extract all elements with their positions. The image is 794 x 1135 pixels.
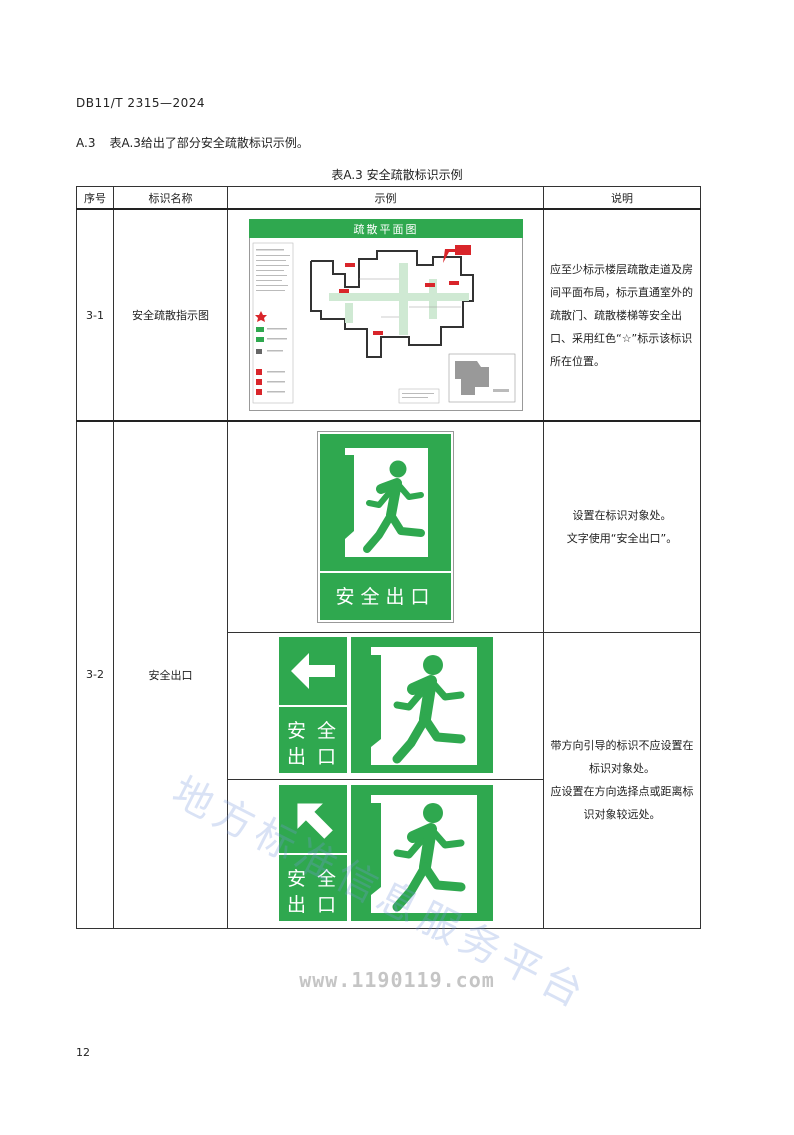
map-title: 疏散平面图 [353, 222, 418, 236]
header-example: 示例 [227, 186, 544, 210]
exit-sign-label: 安全出口 [335, 586, 435, 608]
exit-up-left-sign-cell: 安 全 出 口 [227, 778, 544, 929]
clause-text: 表A.3给出了部分安全疏散标识示例。 [109, 136, 309, 150]
evacuation-map-image: 疏散平面图 [248, 219, 523, 411]
table-row: 3-2 安全出口 安全出口 设置在标识对象处。 文字使 [76, 420, 701, 929]
row-note-a: 设置在标识对象处。 文字使用“安全出口”。 [543, 420, 701, 633]
row-seq: 3-1 [76, 208, 114, 422]
document-id: DB11/T 2315—2024 [76, 96, 206, 110]
exit-sign-image: 安全出口 [317, 430, 454, 623]
evacuation-sign-table: 序号 标识名称 示例 说明 3-1 安全疏散指示图 疏散平面图 [76, 186, 701, 929]
table-row: 安 全 出 口 [77, 778, 701, 929]
exit-left-sign-cell: 安 全 出 口 [227, 631, 544, 780]
sign-char: 口 [317, 746, 336, 768]
note-line: 文字使用“安全出口”。 [566, 531, 678, 545]
clause-number: A.3 [76, 136, 96, 150]
row-note: 应至少标示楼层疏散走道及房间平面布局，标示直通室外的疏散门、疏散楼梯等安全出口、… [543, 208, 701, 422]
exit-sign-cell: 安全出口 [227, 420, 544, 633]
exit-left-sign-image: 安 全 出 口 [278, 636, 493, 773]
note-line: 应设置在方向选择点或距离标识对象较远处。 [550, 785, 694, 821]
row-note-b: 带方向引导的标识不应设置在标识对象处。 应设置在方向选择点或距离标识对象较远处。 [543, 631, 701, 929]
header-seq: 序号 [76, 186, 114, 210]
intro-paragraph: A.3 表A.3给出了部分安全疏散标识示例。 [76, 134, 309, 151]
sign-char: 全 [317, 720, 336, 742]
evacuation-map-cell: 疏散平面图 [227, 208, 544, 422]
sign-char: 全 [317, 868, 336, 890]
table-row: 安 全 出 口 带方向引导的标识不应设置在标识对象处。 应设置在方向选择点或距离… [77, 631, 701, 929]
watermark-url: www.1190119.com [299, 968, 495, 992]
row-seq: 3-2 [76, 420, 114, 929]
sign-char: 安 [287, 868, 306, 890]
sign-char: 口 [317, 894, 336, 916]
header-name: 标识名称 [113, 186, 228, 210]
table-header-row: 序号 标识名称 示例 说明 [76, 186, 701, 210]
sign-char: 出 [287, 894, 306, 916]
header-note: 说明 [543, 186, 701, 210]
table-row: 3-1 安全疏散指示图 疏散平面图 [76, 208, 701, 422]
page-number: 12 [76, 1046, 90, 1059]
note-line: 带方向引导的标识不应设置在标识对象处。 [550, 739, 694, 775]
row-name: 安全疏散指示图 [113, 208, 228, 422]
exit-up-left-sign-image: 安 全 出 口 [278, 784, 493, 921]
table-caption: 表A.3 安全疏散标识示例 [331, 168, 463, 182]
sign-char: 出 [287, 746, 306, 768]
note-line: 设置在标识对象处。 [572, 508, 672, 522]
sign-char: 安 [287, 720, 306, 742]
row-name: 安全出口 [113, 420, 228, 929]
